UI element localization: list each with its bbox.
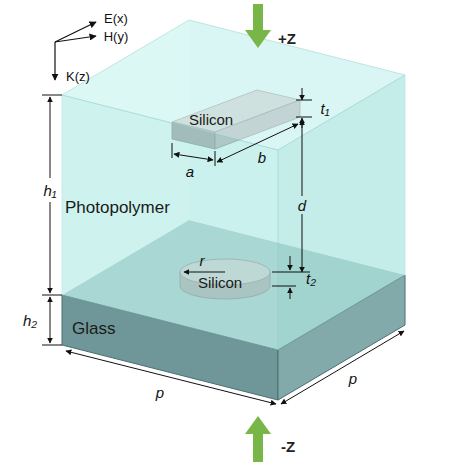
dimension-label: t₂ xyxy=(306,271,316,286)
silicon-block: Silicon xyxy=(187,110,236,129)
dimension-label: r xyxy=(200,253,205,268)
axis-label: H(y) xyxy=(104,30,129,43)
axis-label: E(x) xyxy=(104,12,128,25)
dimension-label: p xyxy=(349,371,357,386)
glass-substrate: Glass xyxy=(62,315,182,345)
dimension-label: p xyxy=(156,385,164,400)
direction-label: -Z xyxy=(281,439,295,454)
dimension-label: b xyxy=(258,150,266,165)
photopolymer-region: PhotopolymerSiliconSilicon xyxy=(55,95,405,295)
axis-label: K(z) xyxy=(66,70,90,83)
node-text: Photopolymer xyxy=(65,198,170,218)
node-text: Glass xyxy=(72,319,115,339)
dimension-label: h₁ xyxy=(43,183,56,198)
photopolymer-front xyxy=(62,20,405,350)
direction-label: +Z xyxy=(278,31,296,46)
dimension-label: d xyxy=(298,198,306,213)
dimension-lines xyxy=(42,88,404,404)
dimension-label: t₁ xyxy=(321,101,330,116)
node-text: Silicon xyxy=(198,274,242,291)
node-text: Silicon xyxy=(189,111,233,128)
dimension-label: a xyxy=(186,164,194,179)
dimension-label: h₂ xyxy=(23,313,37,328)
incidence-arrows xyxy=(245,4,271,462)
silicon-disk: Silicon xyxy=(196,273,245,292)
